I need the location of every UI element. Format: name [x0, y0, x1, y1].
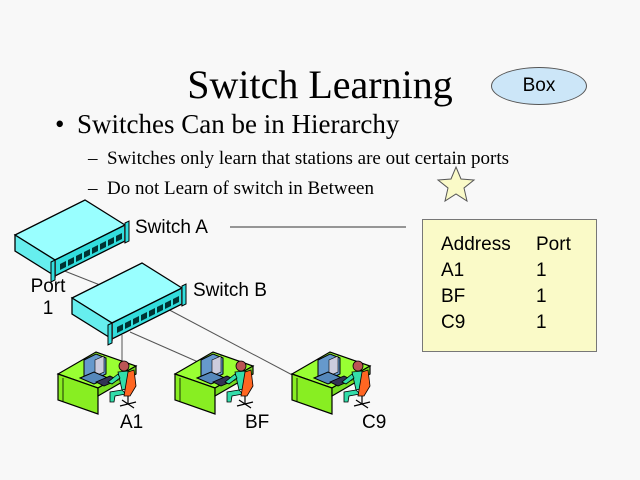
address-table: Address Port A1 1 BF 1 C9 1: [441, 232, 571, 336]
bullet-text: Switches Can be in Hierarchy: [77, 109, 400, 139]
slide-title: Switch Learning: [0, 62, 640, 108]
star-icon: [436, 165, 476, 203]
bullet-symbol: •: [55, 109, 65, 139]
link-b-to-c9: [159, 304, 299, 379]
sub-bullet-item: –Switches only learn that stations are o…: [88, 148, 509, 170]
table-row: C9 1: [441, 310, 571, 336]
port-label-line2: 1: [42, 298, 54, 319]
sub-bullet-symbol: –: [88, 178, 98, 199]
workstation-a1-icon: [57, 351, 137, 415]
port-label-line1: Port: [30, 276, 66, 297]
workstation-c9-icon: [291, 351, 371, 415]
table-row: BF 1: [441, 284, 571, 310]
link-switch-a-to-b: [61, 269, 101, 286]
table-row: A1 1: [441, 258, 571, 284]
bullet-item: • Switches Can be in Hierarchy: [55, 108, 399, 140]
port-label: Port 1: [28, 276, 68, 320]
cell-port: 1: [536, 286, 547, 307]
link-b-to-bf: [129, 331, 206, 366]
cell-address: BF: [441, 286, 466, 307]
cell-port: 1: [536, 260, 547, 281]
box-button[interactable]: Box: [491, 67, 587, 105]
cell-address: A1: [441, 260, 465, 281]
sub-bullet-text: Switches only learn that stations are ou…: [107, 148, 510, 169]
address-table-box: Address Port A1 1 BF 1 C9 1: [422, 219, 597, 352]
box-button-label: Box: [522, 75, 556, 96]
sub-bullet-item: –Do not Learn of switch in Between: [88, 178, 374, 200]
station-bf-label: BF: [245, 412, 270, 433]
cell-port: 1: [536, 312, 547, 333]
sub-bullet-text: Do not Learn of switch in Between: [107, 178, 374, 199]
switch-b-icon: [71, 262, 187, 346]
cell-address: C9: [441, 312, 466, 333]
sub-bullet-symbol: –: [88, 148, 98, 169]
switch-a-icon: [14, 199, 130, 283]
table-header-row: Address Port: [441, 232, 571, 258]
switch-b-label: Switch B: [193, 280, 267, 301]
station-c9-label: C9: [362, 412, 387, 433]
switch-a-label: Switch A: [135, 217, 208, 238]
slide-title-text: Switch Learning: [187, 62, 453, 107]
header-address: Address: [441, 234, 511, 255]
header-port: Port: [536, 234, 571, 255]
workstation-bf-icon: [174, 351, 254, 415]
station-a1-label: A1: [120, 412, 144, 433]
